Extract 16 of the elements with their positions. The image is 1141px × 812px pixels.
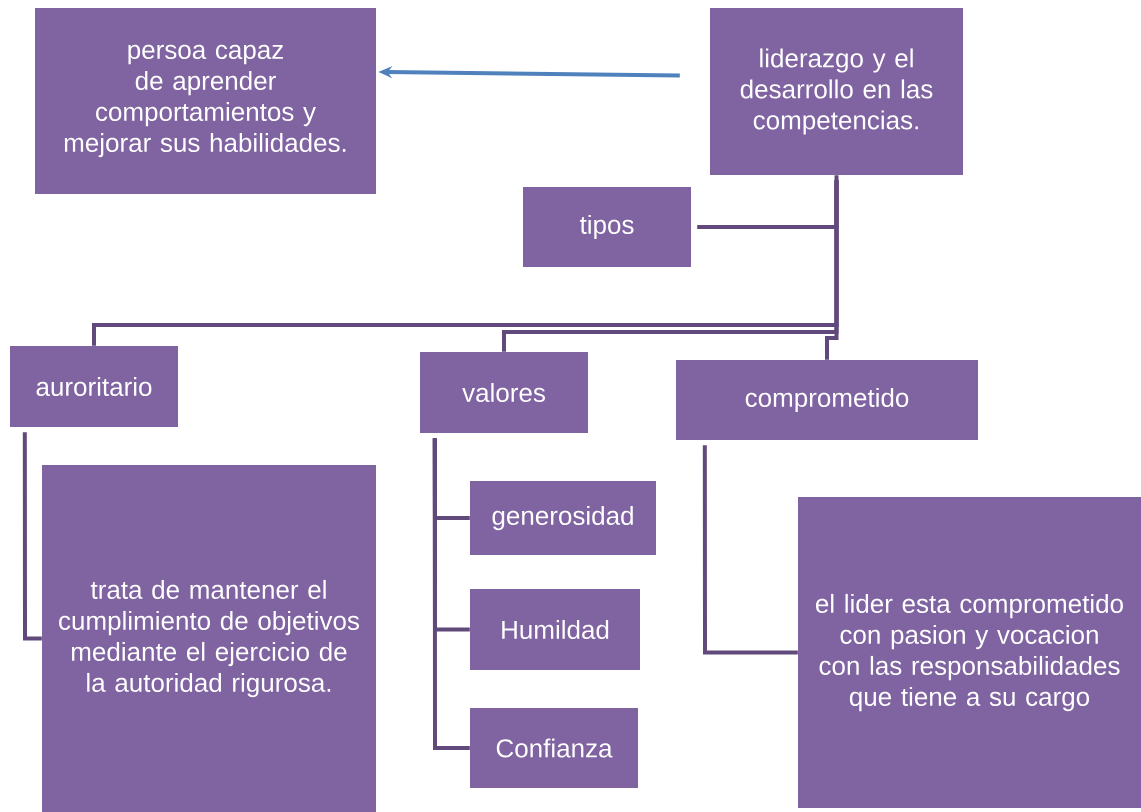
connector-line [22,432,42,641]
concept-box: el lider esta comprometido con pasion y vocacion con las responsabilidades que tiene a su cargo [798,497,1141,808]
concept-box: Humildad [470,589,640,670]
concept-box: tipos [523,187,691,267]
connector-line [702,445,798,655]
concept-box: auroritario [10,346,178,427]
concept-box: valores [420,352,588,433]
concept-box: comprometido [676,360,978,440]
concept-box: trata de mantener el cumplimiento de objetivos mediante el ejercicio de la autoridad rigurosa. [42,465,376,812]
concept-box: liderazgo y el desarrollo en las competencias. [710,8,963,175]
connector-line [432,438,470,750]
concept-box: generosidad [470,481,656,555]
concept-box: Confianza [470,708,638,788]
connector-line [697,175,839,229]
connector-line [825,180,839,360]
concept-box: persoa capaz de aprender comportamientos y mejorar sus habilidades. [35,8,376,194]
